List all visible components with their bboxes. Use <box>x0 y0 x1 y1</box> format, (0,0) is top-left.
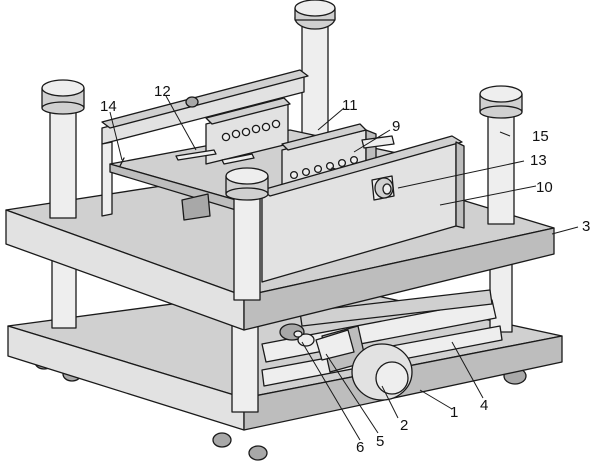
label-3: 3 <box>582 218 590 235</box>
clamp-hole-row-right <box>289 155 359 180</box>
label-5: 5 <box>376 433 384 450</box>
label-2: 2 <box>400 417 408 434</box>
guide-column-front <box>225 167 269 301</box>
front-clamp-board <box>261 135 465 283</box>
label-4: 4 <box>480 397 488 414</box>
label-1: 1 <box>450 404 458 421</box>
workpiece-strips <box>175 149 255 165</box>
drive-shaft <box>315 329 355 361</box>
label-13: 13 <box>530 152 547 169</box>
label-14: 14 <box>100 98 117 115</box>
part-labels: 1 2 3 4 5 6 9 10 11 12 13 14 15 <box>100 83 590 456</box>
caster-center-front <box>212 432 268 461</box>
label-6: 6 <box>356 439 364 456</box>
crank-link <box>279 323 315 347</box>
label-11: 11 <box>342 97 358 114</box>
rear-clamp-board <box>101 69 309 217</box>
label-15: 15 <box>532 128 549 145</box>
label-9: 9 <box>392 118 400 135</box>
clamp-hole-row-left <box>221 119 281 142</box>
guide-column-right <box>479 85 523 225</box>
adjusting-bolt <box>371 175 395 201</box>
label-12: 12 <box>154 83 171 100</box>
guide-column-left <box>41 79 85 219</box>
leader-lines <box>109 95 579 441</box>
label-10: 10 <box>536 179 553 196</box>
left-clamp-block <box>205 97 291 165</box>
